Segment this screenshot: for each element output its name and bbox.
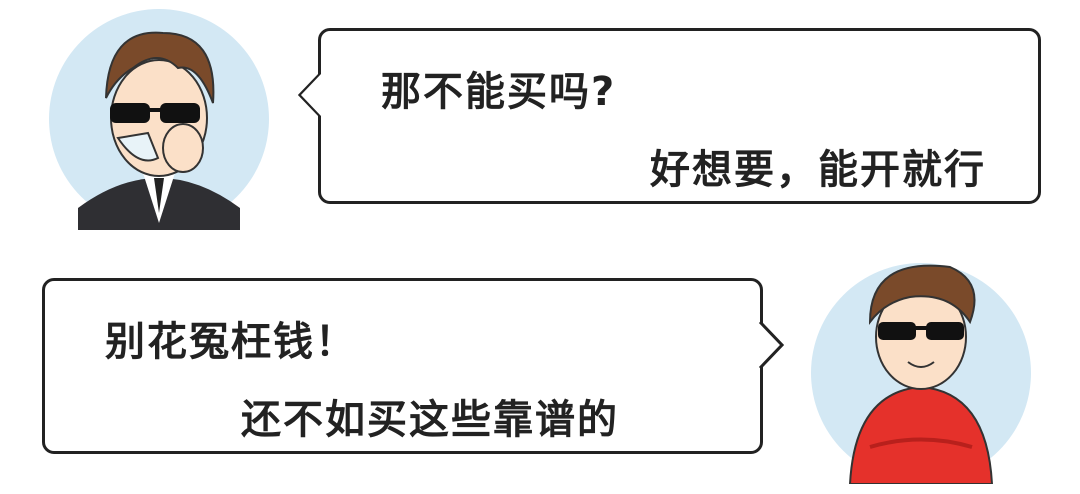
speech-bubble-tail [301, 74, 321, 116]
red-jacket-man-avatar [811, 263, 1031, 484]
dialog-line: 还不如买这些靠谱的 [241, 397, 619, 443]
dialog-line: 别花冤枉钱！ [105, 319, 357, 365]
suit-man-avatar [49, 9, 269, 230]
dialog-line: 好想要，能开就行 [650, 147, 986, 193]
speech-bubble-tail [758, 320, 784, 370]
speech-bubble-2: 别花冤枉钱！ 还不如买这些靠谱的 [42, 278, 763, 454]
dialog-line: 那不能买吗? [381, 69, 617, 115]
speech-bubble-1: 那不能买吗? 好想要，能开就行 [318, 28, 1041, 204]
